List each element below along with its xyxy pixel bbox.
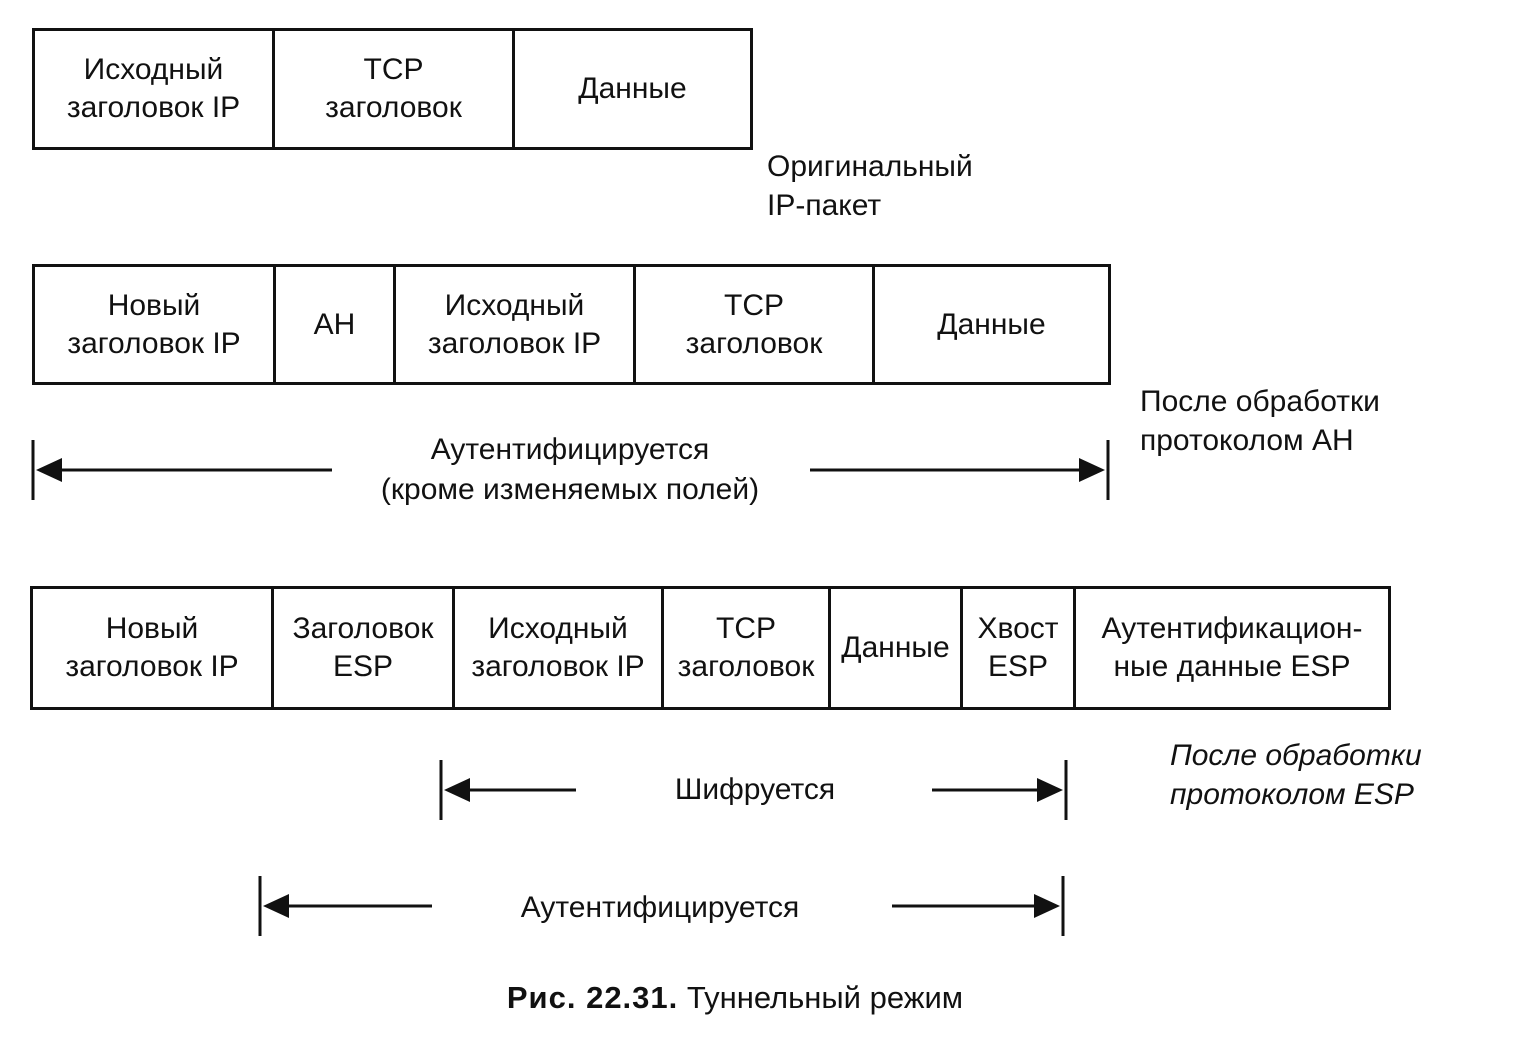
ah-packet-row: Новый заголовок IP AH Исходный заголовок… bbox=[32, 264, 1111, 385]
original-ip-header-cell: Исходный заголовок IP bbox=[396, 267, 636, 382]
original-ip-header-cell: Исходный заголовок IP bbox=[35, 31, 275, 147]
tcp-header-cell: TCP заголовок bbox=[636, 267, 875, 382]
data-cell: Данные bbox=[937, 307, 1046, 341]
new-ip-header-cell: Новый заголовок IP bbox=[33, 589, 274, 707]
tcp-header-cell: TCP заголовок bbox=[664, 589, 831, 707]
figure-title: Туннельный режим bbox=[686, 980, 964, 1015]
esp-header-cell: Заголовок ESP bbox=[274, 589, 455, 707]
data-cell: Данные bbox=[578, 72, 687, 105]
figure-number: Рис. 22.31. bbox=[506, 980, 679, 1015]
esp-auth-data-cell: Аутентификацион- ные данные ESP bbox=[1101, 612, 1363, 683]
ah-cell: AH bbox=[276, 267, 396, 382]
esp-packet-caption: После обработки протоколом ESP bbox=[1170, 739, 1422, 811]
ah-auth-label: Аутентифицируется (кроме изменяемых поле… bbox=[380, 433, 760, 506]
original-packet-row: Исходный заголовок IP TCP заголовок Данн… bbox=[32, 28, 753, 150]
esp-auth-label: Аутентифицируется bbox=[520, 891, 800, 924]
new-ip-header-cell: Новый заголовок IP bbox=[35, 267, 276, 382]
original-packet-caption: Оригинальный IP-пакет bbox=[767, 150, 973, 222]
esp-encrypt-label: Шифруется bbox=[674, 773, 836, 806]
esp-packet-row: Новый заголовок IP Заголовок ESP Исходны… bbox=[30, 586, 1391, 710]
data-cell: Данные bbox=[831, 589, 963, 707]
ah-packet-caption: После обработки протоколом AH bbox=[1140, 385, 1380, 457]
esp-trailer-cell: Хвост ESP bbox=[963, 589, 1076, 707]
original-ip-header-cell: Исходный заголовок IP bbox=[455, 589, 664, 707]
tcp-header-cell: TCP заголовок bbox=[275, 31, 515, 147]
figure-caption: Рис. 22.31. Туннельный режим bbox=[0, 980, 1470, 1016]
